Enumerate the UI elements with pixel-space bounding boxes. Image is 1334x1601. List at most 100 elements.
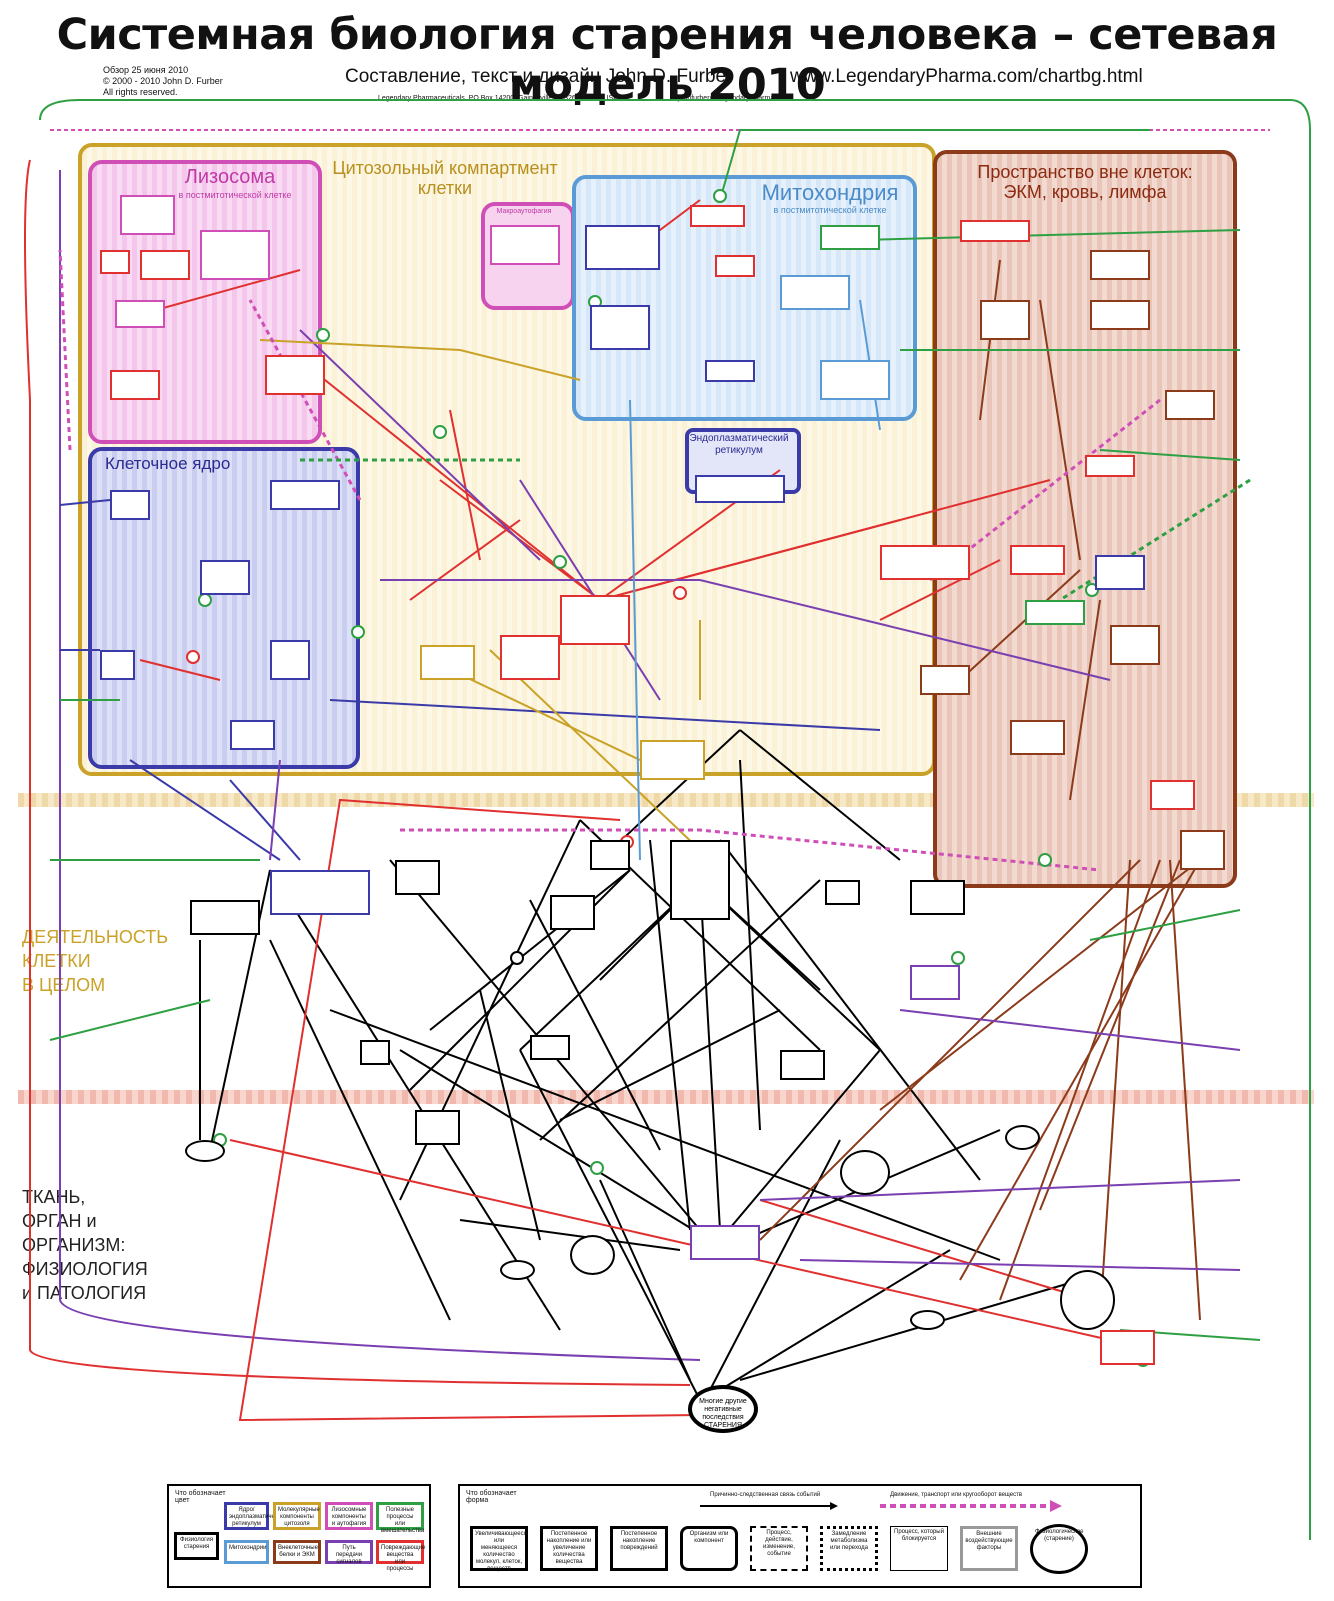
copyright: © 2000 - 2010 John D. Furber [103,76,223,86]
ecm-node [1010,720,1065,755]
nucleus-node [270,640,310,680]
tissue-node [415,1110,460,1145]
tissue-node [910,1310,945,1330]
legend-cytosol: Молекулярные компоненты цитозоля [273,1502,321,1530]
er-label: Эндоплазматический ретикулум [689,433,789,456]
ecm-node [1090,250,1150,280]
cell-node [550,895,595,930]
legend-signalling: Путь передачи сигналов [325,1540,373,1565]
arrow-transport-label: Движение, транспорт или кругооборот веще… [890,1492,1023,1498]
cytosol-node [640,740,705,780]
shape-physiological: Физиологическое (старение) [1030,1524,1088,1574]
mitochondria-sublabel: в постмитотической клетке [773,205,887,215]
ecm-node [1025,600,1085,625]
ecm-node [1110,625,1160,665]
page-title: Системная биология старения человека – с… [56,10,1278,110]
legend-ecm: Внеклеточные белки и ЭКМ [273,1540,321,1564]
cell-node [530,1035,570,1060]
shape-process: Процесс, действие, изменение, событие [750,1526,808,1571]
central-aging-node: Многие другие негативные последствия СТА… [688,1385,758,1433]
cell-node [395,860,440,895]
shape-slowdown: Замедление метаболизма или перехода [820,1526,878,1571]
ecm-node [1010,545,1065,575]
cell-node [910,880,965,915]
nucleus-node [270,480,340,510]
arrow-legend-svg [700,1500,1062,1512]
lysosome-node [265,355,325,395]
ecm-node [1085,455,1135,477]
website-url[interactable]: www.LegendaryPharma.com/chartbg.html [790,66,1143,87]
shape-external: Внешние воздействующие факторы [960,1526,1018,1571]
mito-node [705,360,755,382]
rights: All rights reserved. [103,87,178,97]
cell-node [190,900,260,935]
cell-node [590,840,630,870]
lysosome-node [200,230,270,280]
ecm-node [980,300,1030,340]
mitochondria-label: Митохондрия [761,180,899,205]
ecm-node [1095,555,1145,590]
legend-mitochondria: Митохондрии [224,1540,269,1564]
shape-damage: Постепенное накопление повреждений [610,1526,668,1571]
shape-blocked: Процесс, который блокируется [890,1526,948,1571]
ecm-node [1180,830,1225,870]
macroautophagy-label: Макроаутофагия [496,208,552,215]
autophagy-node [490,225,560,265]
review-date: Обзор 25 июня 2010 [103,65,189,75]
mito-node [820,225,880,250]
legend-lysosome: Лизосомные компоненты и аутофагия [325,1502,373,1530]
cell-node [825,880,860,905]
color-legend: Что обозначает цвет Физиология старения … [167,1484,431,1588]
cell-activity-label: ДЕЯТЕЛЬНОСТЬ КЛЕТКИ В ЦЕЛОМ [22,927,169,995]
tissue-node [1005,1125,1040,1150]
shape-accumulation: Постепенное накопление или увеличение ко… [540,1526,598,1571]
nucleus-node [230,720,275,750]
ecm-node [1090,300,1150,330]
shape-legend: Что обозначает форма Причинно-следственн… [458,1484,1142,1588]
mito-node [585,225,660,270]
tissue-node [1060,1270,1115,1330]
tissue-node [185,1140,225,1162]
nucleus-node [200,560,250,595]
legend-physiology: Физиология старения [174,1532,219,1560]
cell-node [670,840,730,920]
ecm-node [960,220,1030,242]
lysosome-node [140,250,190,280]
lysosome-sublabel: в постмитотической клетке [178,190,292,200]
author-credit: Составление, текст и дизайн John D. Furb… [345,66,733,87]
mito-node [690,205,745,227]
cell-node [910,965,960,1000]
extracellular-label: Пространство вне клеток: ЭКМ, кровь, лим… [977,162,1193,202]
lysosome-node [100,250,130,274]
tissue-node [840,1150,890,1195]
lysosome-label: Лизосома [184,166,276,188]
cytosol-node [880,545,970,580]
ecm-node [1150,780,1195,810]
lysosome-node [110,370,160,400]
lysosome-node [120,195,175,235]
shape-legend-title: Что обозначает форма [466,1490,517,1504]
shape-increase: Увеличивающееся или меняющееся количеств… [470,1526,528,1572]
address: Legendary Pharmaceuticals, PO Box 14200,… [378,95,618,102]
lysosome-node [115,300,165,328]
arrow-causal-label: Причинно-следственная связь событий [710,1492,821,1498]
er-node [695,475,785,503]
ecm-node [920,665,970,695]
tissue-label: ТКАНЬ, ОРГАН и ОРГАНИЗМ: ФИЗИОЛОГИЯ и ПА… [22,1187,148,1303]
legend-damaging: Повреждающие вещества или процессы [376,1540,425,1572]
cytosol-node [560,595,630,645]
legend-beneficial: Полезные процессы или вмешательства [376,1502,424,1534]
mito-node [820,360,890,400]
cell-node [780,1050,825,1080]
cytosol-node [420,645,475,680]
tissue-node [500,1260,535,1280]
cytosol-node [500,635,560,680]
tissue-node [1100,1330,1155,1365]
email: johnfurber@LegendaryPharma.com [678,95,790,102]
cell-node [270,870,370,915]
cell-node [360,1040,390,1065]
nucleus-node [100,650,135,680]
mito-node [715,255,755,277]
shape-organism: Организм или компонент [680,1526,738,1571]
legend-nucleus: Ядро/эндоплазматический ретикулум [224,1502,287,1530]
